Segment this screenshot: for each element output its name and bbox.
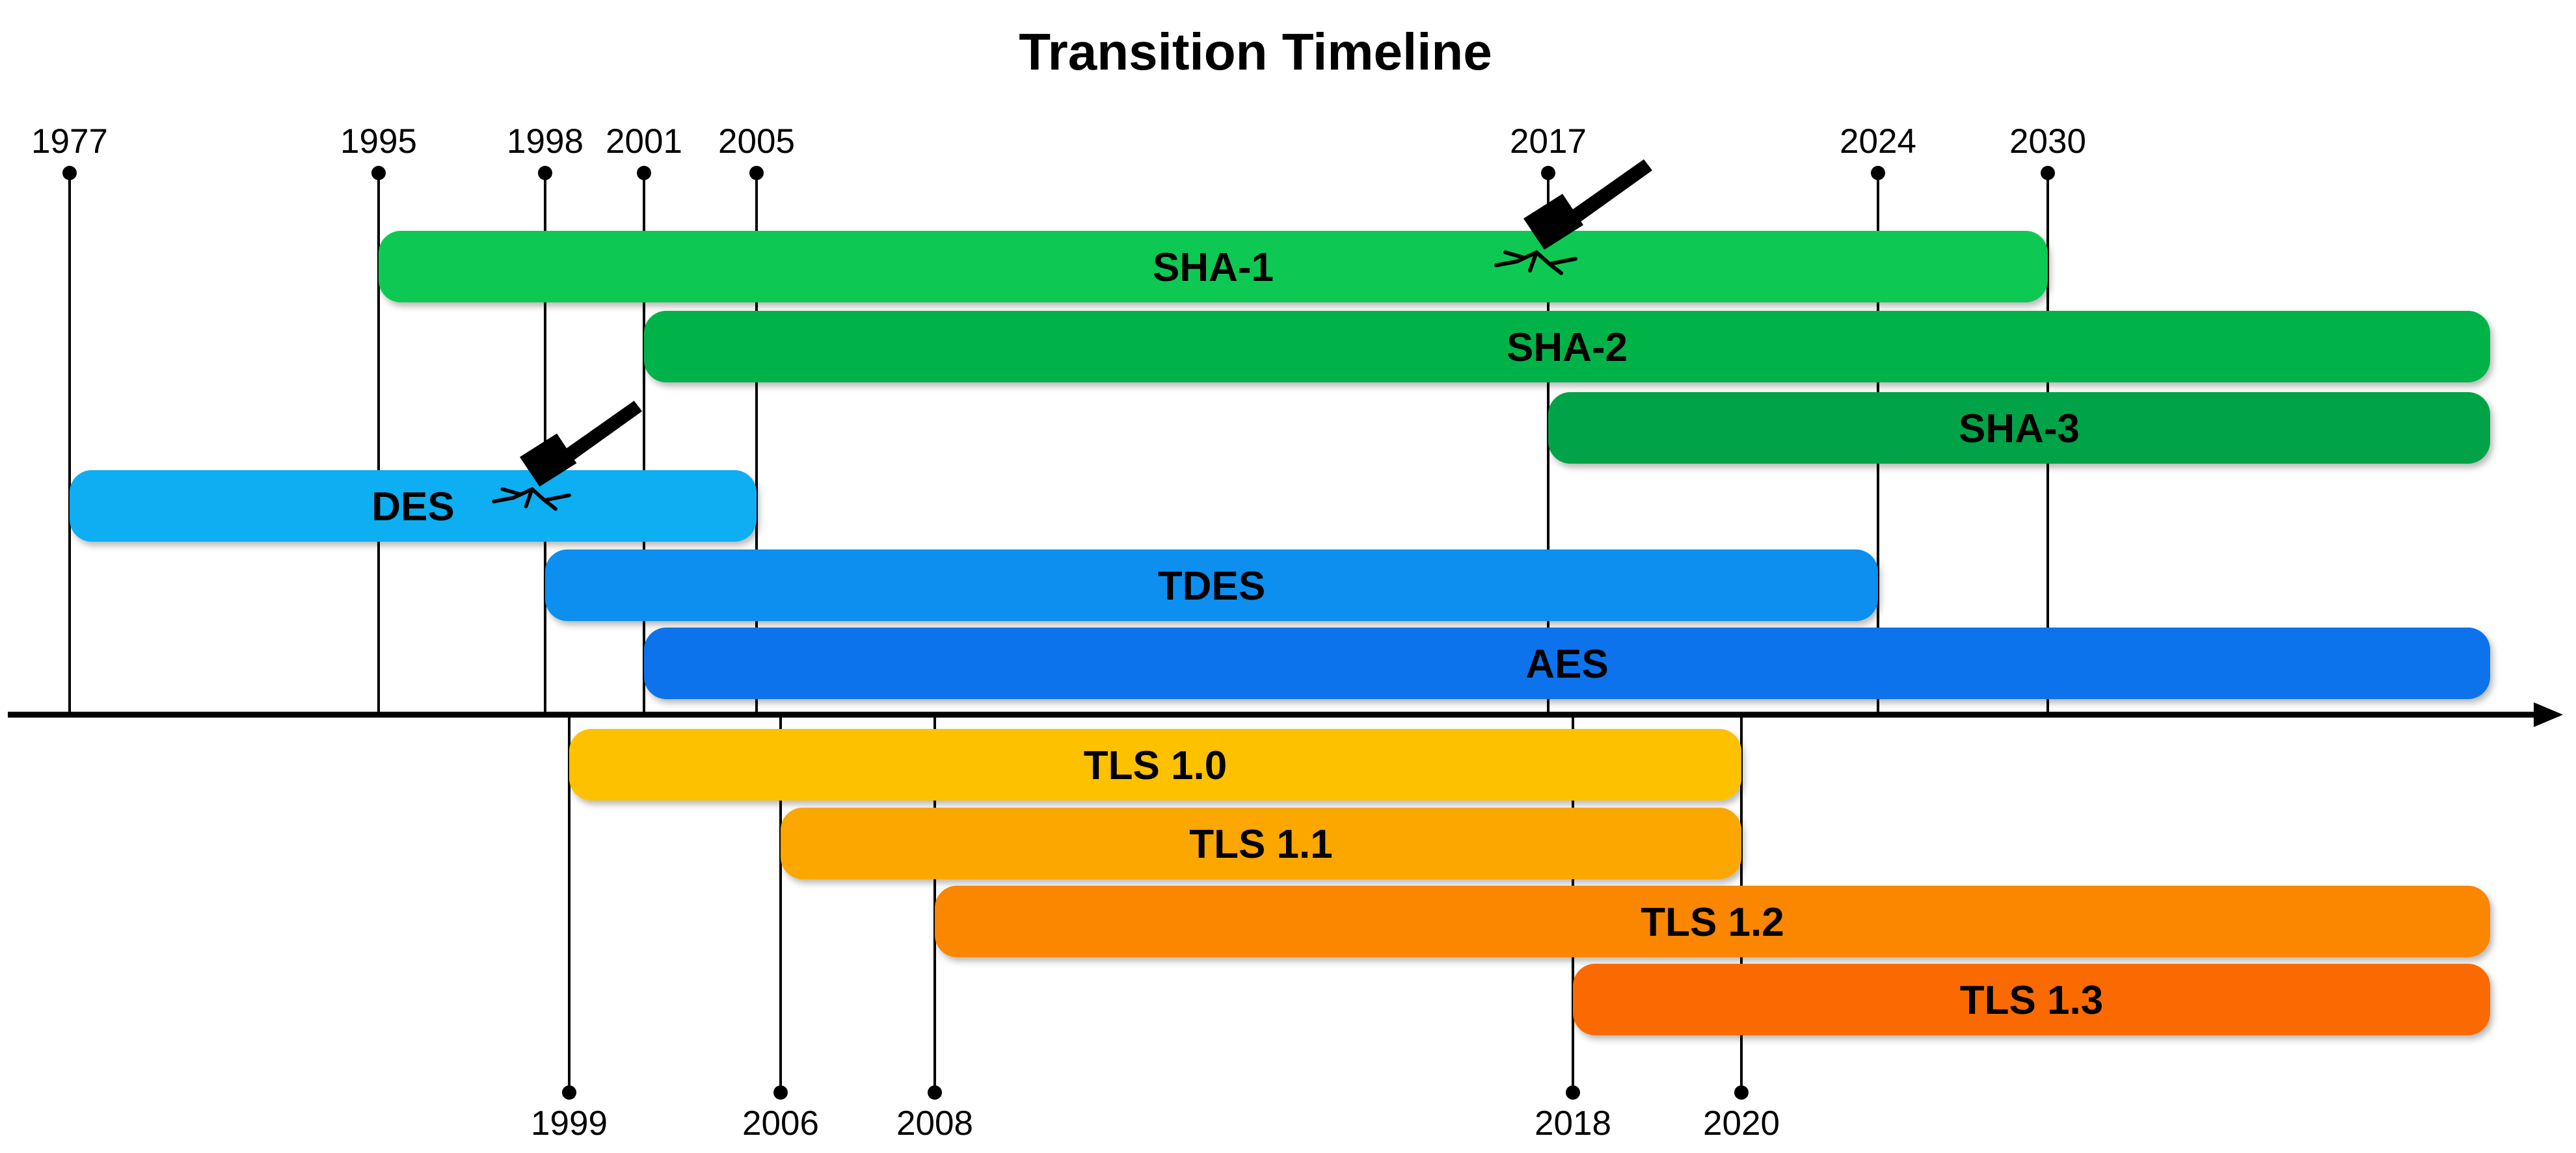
- bar-label: TDES: [1158, 564, 1265, 609]
- page-title: Transition Timeline: [1019, 23, 1492, 81]
- year-label: 2024: [1840, 122, 1916, 161]
- year-label: 2018: [1535, 1104, 1611, 1143]
- bar-sha-3: SHA-3: [1548, 392, 2490, 464]
- bar-sha-2: SHA-2: [644, 311, 2490, 382]
- year-label: 2001: [606, 122, 682, 161]
- year-label: 2008: [896, 1104, 973, 1143]
- top-year-tick-1995: 1995: [340, 122, 417, 715]
- year-label: 2017: [1510, 122, 1587, 161]
- tick-dot: [1541, 166, 1555, 180]
- bar-label: TLS 1.3: [1960, 978, 2104, 1023]
- tick-dot: [371, 166, 386, 180]
- broken-hammer-icon: [492, 401, 643, 511]
- bar-label: SHA-2: [1507, 325, 1628, 370]
- tick-dot: [62, 166, 77, 180]
- bar-shape: [935, 886, 2490, 957]
- year-label: 1999: [531, 1104, 608, 1143]
- year-label: 2030: [2009, 122, 2086, 161]
- year-label: 2020: [1703, 1104, 1780, 1143]
- tick-dot: [538, 166, 552, 180]
- bar-tdes: TDES: [545, 550, 1878, 621]
- bar-tls-1-3: TLS 1.3: [1573, 964, 2490, 1035]
- year-label: 2006: [742, 1104, 819, 1143]
- bar-label: DES: [371, 484, 454, 529]
- bar-tls-1-1: TLS 1.1: [781, 808, 1741, 879]
- tick-dot: [773, 1085, 788, 1100]
- bar-label: AES: [1525, 642, 1608, 687]
- bar-shape: [644, 628, 2490, 699]
- bar-sha-1: SHA-1: [379, 231, 2048, 302]
- bar-label: TLS 1.1: [1189, 822, 1333, 867]
- tick-dot: [749, 166, 764, 180]
- bar-shape: [545, 550, 1878, 621]
- bar-tls-1-2: TLS 1.2: [935, 886, 2490, 957]
- bar-label: TLS 1.2: [1641, 900, 1784, 945]
- tick-dot: [1871, 166, 1885, 180]
- icons: [492, 159, 1652, 511]
- bar-shape: [70, 470, 757, 542]
- top-year-tick-2001: 2001: [606, 122, 682, 715]
- year-label: 1977: [31, 122, 108, 161]
- tick-dot: [1566, 1085, 1580, 1100]
- bar-label: SHA-1: [1153, 245, 1274, 290]
- top-year-tick-1977: 1977: [31, 122, 108, 715]
- bar-aes: AES: [644, 628, 2490, 699]
- tick-dot: [637, 166, 651, 180]
- year-label: 2005: [718, 122, 795, 161]
- axis-arrowhead: [2534, 702, 2563, 727]
- bar-label: TLS 1.0: [1084, 743, 1228, 788]
- bar-tls-1-0: TLS 1.0: [569, 729, 1741, 801]
- bar-shape: [379, 231, 2048, 302]
- tick-dot: [1734, 1085, 1749, 1100]
- bar-label: SHA-3: [1959, 406, 2080, 451]
- bar-shape: [781, 808, 1741, 879]
- year-label: 1998: [507, 122, 584, 161]
- bar-shape: [644, 311, 2490, 382]
- tick-dot: [928, 1085, 942, 1100]
- tick-dot: [2041, 166, 2055, 180]
- year-label: 1995: [340, 122, 417, 161]
- bar-des: DES: [70, 470, 757, 542]
- bar-shape: [1548, 392, 2490, 464]
- top-year-tick-2005: 2005: [718, 122, 795, 715]
- broken-hammer-icon: [1494, 159, 1652, 275]
- bar-shape: [1573, 964, 2490, 1035]
- tick-dot: [562, 1085, 576, 1100]
- top-year-tick-1998: 1998: [507, 122, 584, 715]
- bar-shape: [569, 729, 1741, 801]
